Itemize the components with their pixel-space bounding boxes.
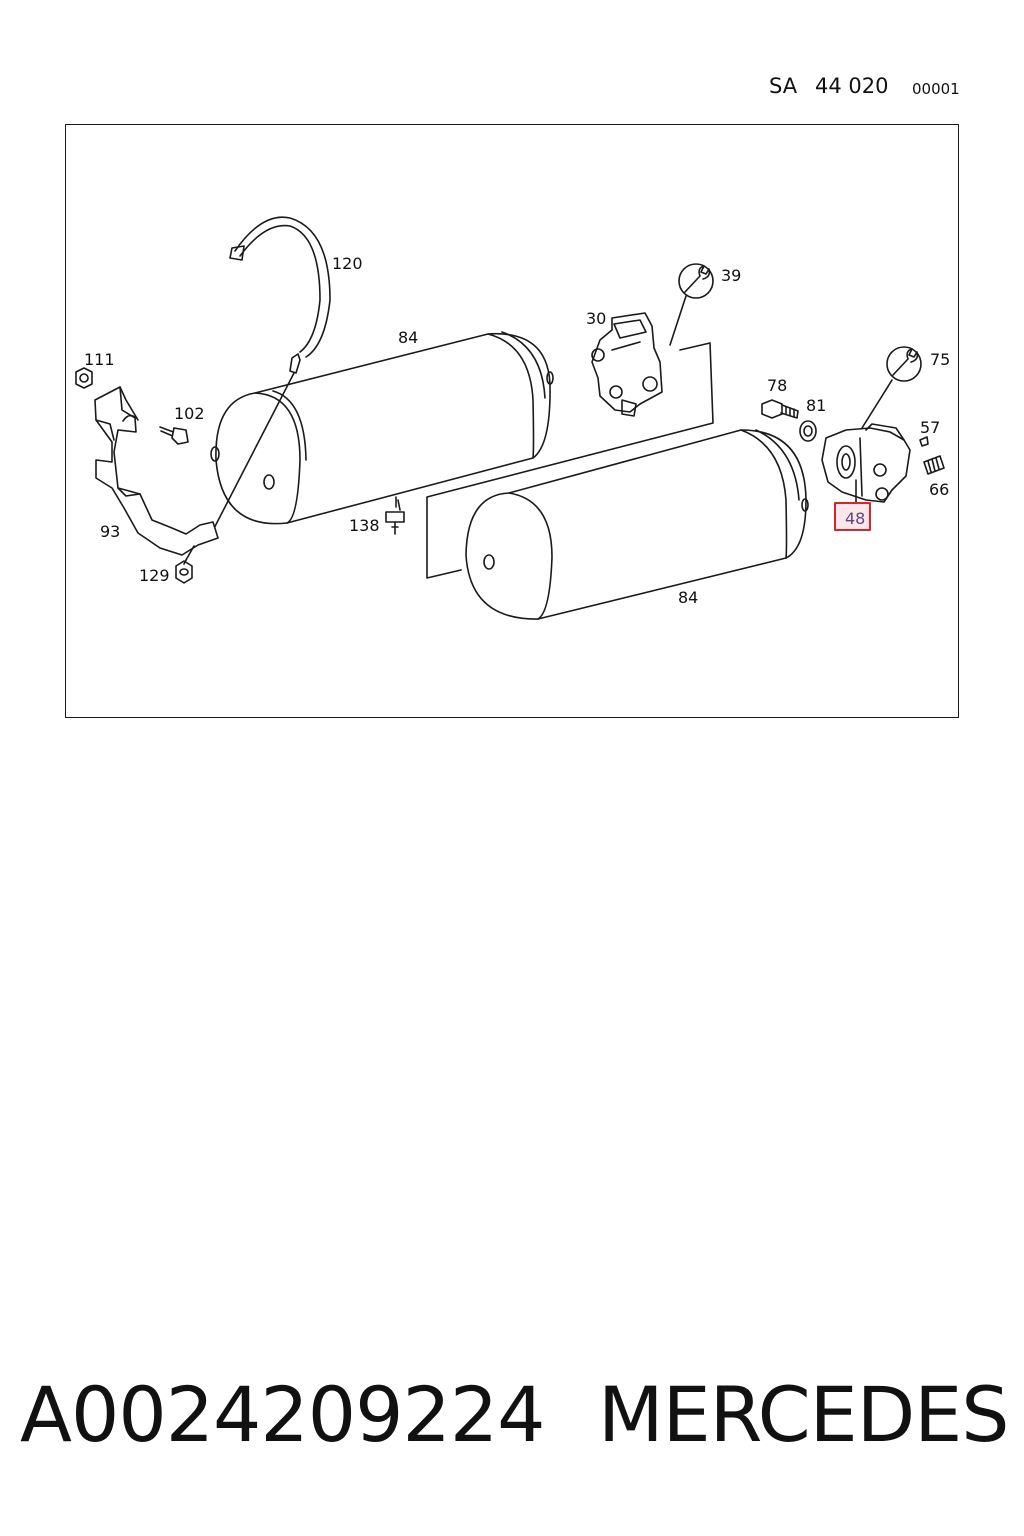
part-number: A0024209224 [20,1370,546,1459]
valve-assembly-30[interactable] [591,312,663,417]
callout-84-upper: 84 [398,328,418,347]
air-tank-lower[interactable] [465,429,809,620]
callout-78: 78 [767,376,787,395]
mounting-bracket-93[interactable] [94,386,219,556]
washer-81[interactable] [799,420,817,442]
callout-81: 81 [806,396,826,415]
part-footer: A0024209224 MERCEDES [20,1370,1010,1470]
callout-138: 138 [349,516,380,535]
callout-84-lower: 84 [678,588,698,607]
nut-129[interactable] [175,545,195,584]
callout-labels: 120 84 84 39 30 75 111 102 78 81 57 66 9… [84,254,950,607]
banjo-bolt-78[interactable] [761,399,799,419]
make-label: MERCEDES [598,1370,1009,1459]
sheet-header: SA 44 020 00001 [769,74,969,104]
callout-129: 129 [139,566,170,585]
wrench-icon [669,263,714,346]
callout-102: 102 [174,404,205,423]
callout-66: 66 [929,480,949,499]
sheet-number: 00001 [912,80,960,98]
drain-valve-138[interactable] [385,511,405,535]
diagram-frame [65,124,959,718]
fitting-66[interactable] [923,455,945,475]
callout-120: 120 [332,254,363,273]
plug-57[interactable] [919,436,929,447]
exploded-parts-diagram: 120 84 84 39 30 75 111 102 78 81 57 66 9… [75,216,950,620]
bolt-102[interactable] [159,426,189,445]
callout-57: 57 [920,418,940,437]
callout-93: 93 [100,522,120,541]
valve-48[interactable] [821,423,911,506]
air-tank-upper[interactable] [210,331,554,525]
group-number: 44 020 [815,74,889,98]
callout-111: 111 [84,350,115,369]
wrench-icon [861,346,922,429]
sa-label: SA [769,74,798,98]
part-highlight-box[interactable] [834,502,871,531]
callout-48: 48 [845,509,865,528]
callout-75: 75 [930,350,950,369]
nut-111[interactable] [75,367,93,389]
callout-30: 30 [586,309,606,328]
tank-strap-120[interactable] [207,216,331,541]
callout-39: 39 [721,266,741,285]
